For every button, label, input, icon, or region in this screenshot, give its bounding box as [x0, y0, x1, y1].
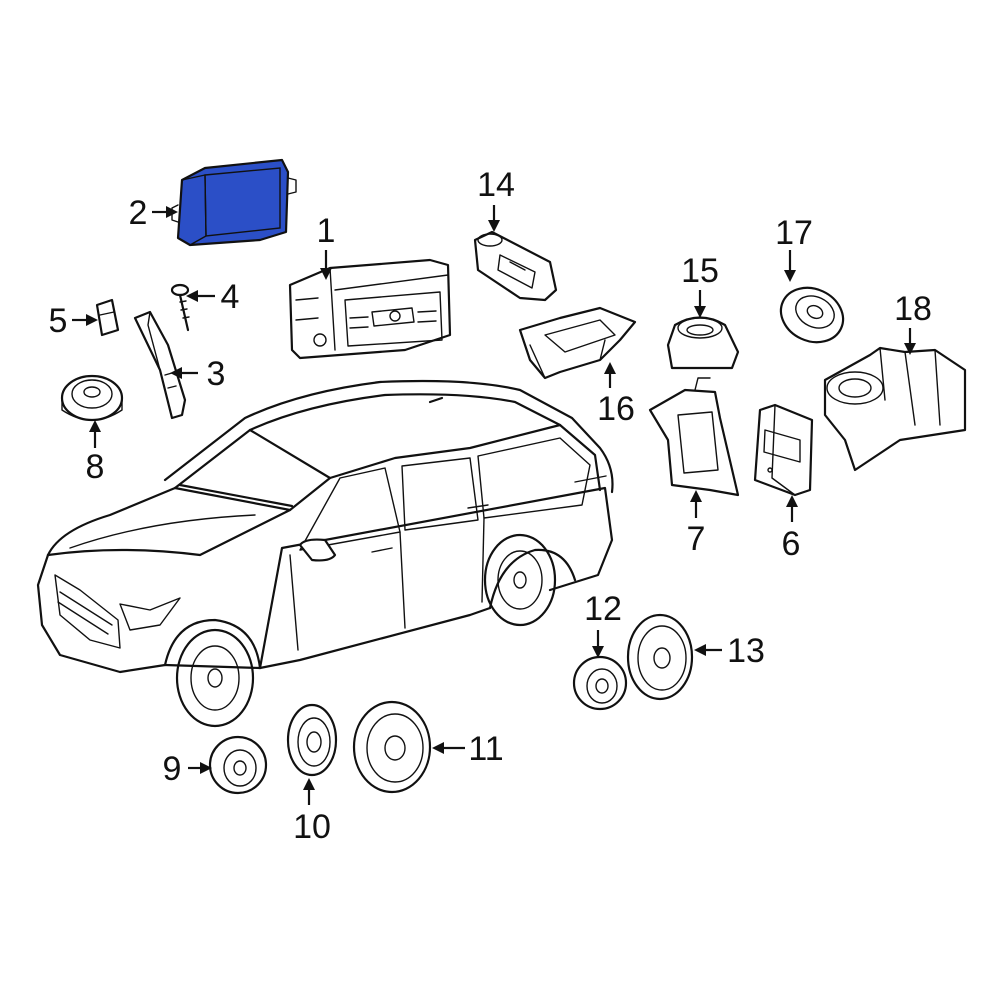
- callout-2: 2: [129, 194, 148, 232]
- callout-14: 14: [477, 166, 515, 204]
- part-bracket-7: [648, 377, 740, 497]
- part-speaker-13: [626, 613, 694, 701]
- car-illustration: [36, 379, 614, 728]
- callout-4: 4: [221, 278, 240, 316]
- callout-10: 10: [293, 808, 331, 846]
- part-ring-15: [666, 316, 740, 370]
- part-speaker-11: [352, 700, 432, 794]
- callout-9: 9: [163, 750, 182, 788]
- part-screw: [170, 283, 190, 332]
- callout-12: 12: [584, 590, 622, 628]
- callout-5: 5: [49, 302, 68, 340]
- callout-17: 17: [775, 214, 813, 252]
- callout-7: 7: [687, 520, 706, 558]
- part-head-unit: [288, 258, 452, 360]
- part-speaker-12: [572, 655, 628, 711]
- callout-6: 6: [782, 525, 801, 563]
- callout-15: 15: [681, 252, 719, 290]
- part-speaker-17: [779, 286, 845, 344]
- callout-16: 16: [597, 390, 635, 428]
- callout-labels: 1 2 3 4 5 6 7 8 9 10 11 12 13 14 15 16 1…: [49, 166, 932, 846]
- part-controller: [473, 230, 558, 302]
- part-subwoofer-18: [823, 346, 967, 472]
- callout-1: 1: [317, 212, 336, 250]
- part-speaker-9: [208, 735, 268, 795]
- part-module-6: [753, 403, 814, 497]
- callout-11: 11: [468, 730, 503, 768]
- part-display-highlighted[interactable]: [171, 158, 297, 247]
- callout-8: 8: [86, 448, 105, 486]
- part-clip: [95, 298, 120, 337]
- part-speaker-8: [60, 374, 124, 422]
- callout-3: 3: [207, 355, 226, 393]
- leader-arrows: [72, 205, 916, 805]
- callout-13: 13: [727, 632, 765, 670]
- part-antenna-bar: [133, 310, 187, 420]
- part-speaker-10: [286, 703, 338, 777]
- part-bracket-16: [518, 306, 637, 380]
- callout-18: 18: [894, 290, 932, 328]
